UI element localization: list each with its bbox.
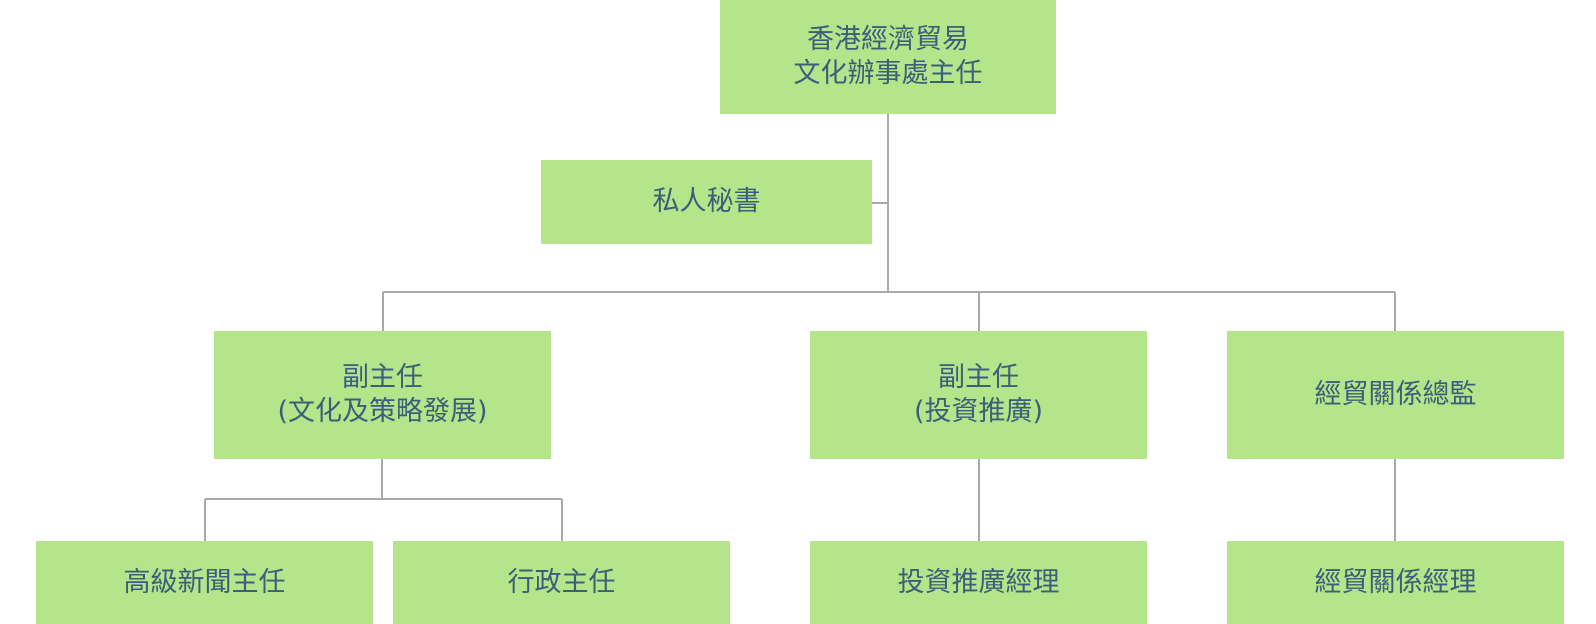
box-deputy-investment-line2: (投資推廣) <box>913 396 1044 427</box>
box-investment-promotion-manager-label: 投資推廣經理 <box>897 566 1060 598</box>
box-deputy-investment: 副主任 (投資推廣) <box>810 331 1147 459</box>
box-trade-relations-director-label: 經貿關係總監 <box>1314 379 1477 410</box>
box-administration-officer: 行政主任 <box>393 541 730 624</box>
box-senior-information-officer-label: 高級新聞主任 <box>123 566 286 598</box>
box-senior-information-officer: 高級新聞主任 <box>36 541 373 624</box>
box-private-secretary-label: 私人秘書 <box>652 186 761 217</box>
box-deputy-investment-line1: 副主任 <box>938 362 1019 393</box>
box-private-secretary: 私人秘書 <box>541 160 872 244</box>
box-deputy-culture-line2: (文化及策略發展) <box>277 396 488 427</box>
box-investment-promotion-manager: 投資推廣經理 <box>810 541 1147 624</box>
box-trade-relations-manager: 經貿關係經理 <box>1227 541 1564 624</box>
box-administration-officer-label: 行政主任 <box>507 566 616 598</box>
box-deputy-culture-line1: 副主任 <box>342 362 423 393</box>
box-trade-relations-manager-label: 經貿關係經理 <box>1314 566 1477 598</box>
box-director-line1: 香港經濟貿易 <box>807 24 969 55</box>
box-deputy-culture: 副主任 (文化及策略發展) <box>214 331 551 459</box>
box-director: 香港經濟貿易 文化辦事處主任 <box>720 0 1056 114</box>
box-director-line2: 文化辦事處主任 <box>793 58 983 89</box>
box-trade-relations-director: 經貿關係總監 <box>1227 331 1564 459</box>
